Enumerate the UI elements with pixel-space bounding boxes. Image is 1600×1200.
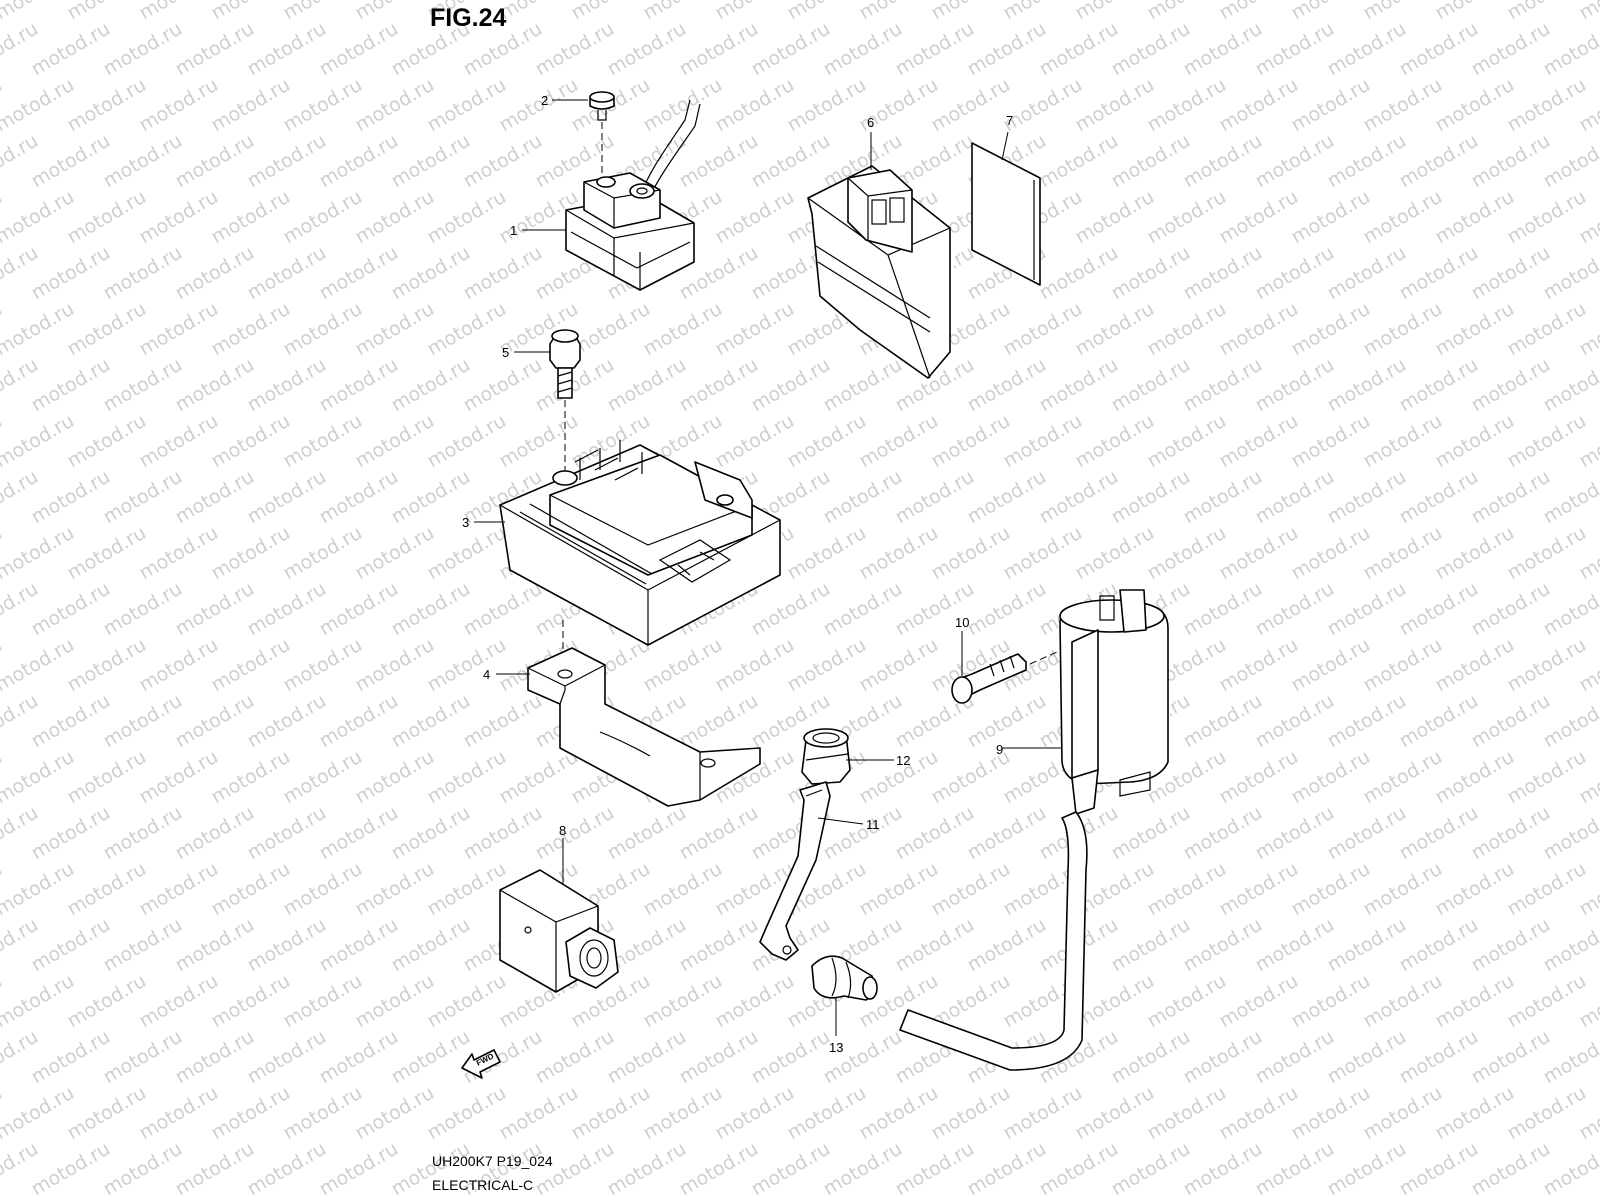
part-12-boot — [801, 728, 851, 785]
figure-title: FIG.24 — [430, 4, 507, 32]
callout-12: 12 — [896, 753, 910, 768]
callout-4: 4 — [483, 667, 490, 682]
callout-3: 3 — [462, 515, 469, 530]
part-4-bracket — [527, 620, 761, 807]
callout-1: 1 — [510, 223, 517, 238]
part-3-regulator-rectifier — [499, 440, 781, 646]
footer-section: ELECTRICAL-C — [432, 1177, 534, 1193]
callout-8: 8 — [559, 823, 566, 838]
part-10-bolt — [951, 647, 1067, 704]
part-2-cap — [589, 91, 615, 175]
callout-6: 6 — [867, 115, 874, 130]
fwd-arrow-icon: FWD — [461, 1049, 501, 1079]
callout-7: 7 — [1006, 113, 1013, 128]
part-9-ignition-coil — [899, 589, 1169, 1071]
footer-code: UH200K7 P19_024 — [432, 1153, 553, 1169]
part-13-grommet — [811, 955, 878, 1001]
callout-2: 2 — [541, 93, 548, 108]
callout-numbers: 2 1 3 4 5 6 7 8 9 10 11 12 13 — [462, 93, 1013, 1055]
part-7-pad — [971, 142, 1041, 286]
callout-10: 10 — [955, 615, 969, 630]
part-11-plug-cap — [759, 781, 831, 961]
part-5-bolt — [549, 329, 581, 485]
callout-9: 9 — [996, 742, 1003, 757]
part-1-starter-relay — [565, 99, 701, 291]
callout-13: 13 — [829, 1040, 843, 1055]
callout-5: 5 — [502, 345, 509, 360]
callout-leaders — [474, 99, 1062, 1036]
part-8-connector — [499, 869, 619, 993]
part-6-ecm — [807, 165, 951, 379]
callout-11: 11 — [866, 817, 880, 832]
